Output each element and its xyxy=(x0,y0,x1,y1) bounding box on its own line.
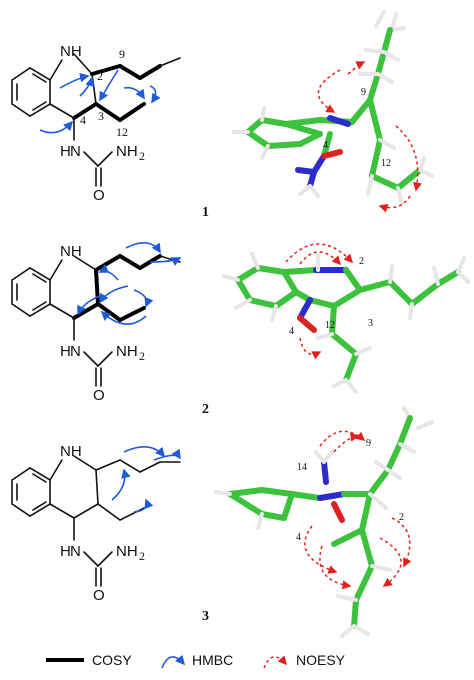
compound-3-structure: NH H N NH 2 O xyxy=(11,443,181,604)
atom-label-nh: NH xyxy=(60,43,82,60)
bond-c-n1 xyxy=(49,59,63,81)
atom-number-3: 3 xyxy=(98,109,104,123)
atom-label-nh: NH xyxy=(60,243,82,260)
atom-label-hn: H xyxy=(60,343,71,360)
legend: COSY HMBC NOESY xyxy=(46,652,346,669)
bond-n1-c2 xyxy=(73,53,93,75)
compound-2-model: 2 4 12 3 xyxy=(222,243,470,394)
hmbc-arrow xyxy=(149,85,161,104)
atom-label-nh2-sub: 2 xyxy=(139,149,145,163)
cosy-9-10 xyxy=(118,64,142,80)
compound-1-model: 9 4 12 xyxy=(232,10,434,213)
model-number-2: 2 xyxy=(359,256,364,267)
atom-label-o: O xyxy=(93,587,105,604)
compound-number-1: 1 xyxy=(202,205,209,220)
atom-label-n: N xyxy=(70,543,81,560)
model-number-3: 3 xyxy=(368,318,373,329)
compound-1-structure: NH H N NH 2 O 2 3 4 9 12 xyxy=(11,43,181,204)
bond-c-c4 xyxy=(49,103,75,119)
cosy-3-12 xyxy=(94,102,122,122)
atom-label-nh2: NH xyxy=(116,343,138,360)
legend-noesy-swatch xyxy=(263,655,287,669)
atom-label-o: O xyxy=(93,387,105,404)
model-number-9: 9 xyxy=(366,438,371,449)
benzene-ring xyxy=(11,67,51,117)
hmbc-arrow xyxy=(123,86,145,100)
atom-number-2: 2 xyxy=(97,69,103,83)
benzene-ring xyxy=(11,267,51,317)
compound-2-structure: NH H N NH 2 O xyxy=(11,242,182,404)
atom-number-9: 9 xyxy=(119,47,125,61)
model-number-2: 2 xyxy=(399,512,404,523)
atom-number-4: 4 xyxy=(80,113,86,127)
hmbc-arrow xyxy=(59,72,90,89)
hmbc-arrow xyxy=(99,69,119,102)
model-number-12: 12 xyxy=(381,158,391,169)
atom-label-hn: H xyxy=(60,543,71,560)
cosy-4-3 xyxy=(72,102,98,120)
compound-number-2: 2 xyxy=(202,402,209,417)
cosy-12-13 xyxy=(118,102,146,122)
bond-nh-co xyxy=(83,151,99,167)
legend-cosy-label: COSY xyxy=(92,652,132,668)
legend-hmbc-swatch xyxy=(161,654,186,669)
model-number-4: 4 xyxy=(323,140,328,151)
cosy-10-11 xyxy=(138,64,162,80)
atom-label-nh2-sub: 2 xyxy=(139,349,145,363)
compound-3-model: 14 9 2 4 xyxy=(214,406,434,638)
compound-number-3: 3 xyxy=(202,609,209,624)
bond-co-nh2 xyxy=(97,151,113,167)
atom-label-nh: NH xyxy=(60,443,82,460)
legend-noesy-label: NOESY xyxy=(296,652,346,668)
benzene-ring xyxy=(11,467,51,517)
model-number-4: 4 xyxy=(296,532,301,543)
atom-label-n: N xyxy=(70,143,81,160)
atom-label-hn: H xyxy=(60,143,71,160)
hmbc-arrow xyxy=(39,120,74,134)
legend-hmbc-label: HMBC xyxy=(192,652,233,668)
atom-label-n: N xyxy=(70,343,81,360)
model-number-14: 14 xyxy=(297,462,307,473)
cosy-2-9 xyxy=(90,64,122,76)
atom-label-nh2-sub: 2 xyxy=(139,549,145,563)
model-number-4: 4 xyxy=(289,326,294,337)
atom-number-12: 12 xyxy=(116,125,128,139)
atom-label-o: O xyxy=(93,187,105,204)
atom-label-nh2: NH xyxy=(116,543,138,560)
bond-terminal-methyl xyxy=(159,57,181,67)
hmbc-arrow xyxy=(79,76,95,97)
model-number-12: 12 xyxy=(325,320,335,331)
atom-label-nh2: NH xyxy=(116,143,138,160)
model-number-9: 9 xyxy=(361,87,366,98)
